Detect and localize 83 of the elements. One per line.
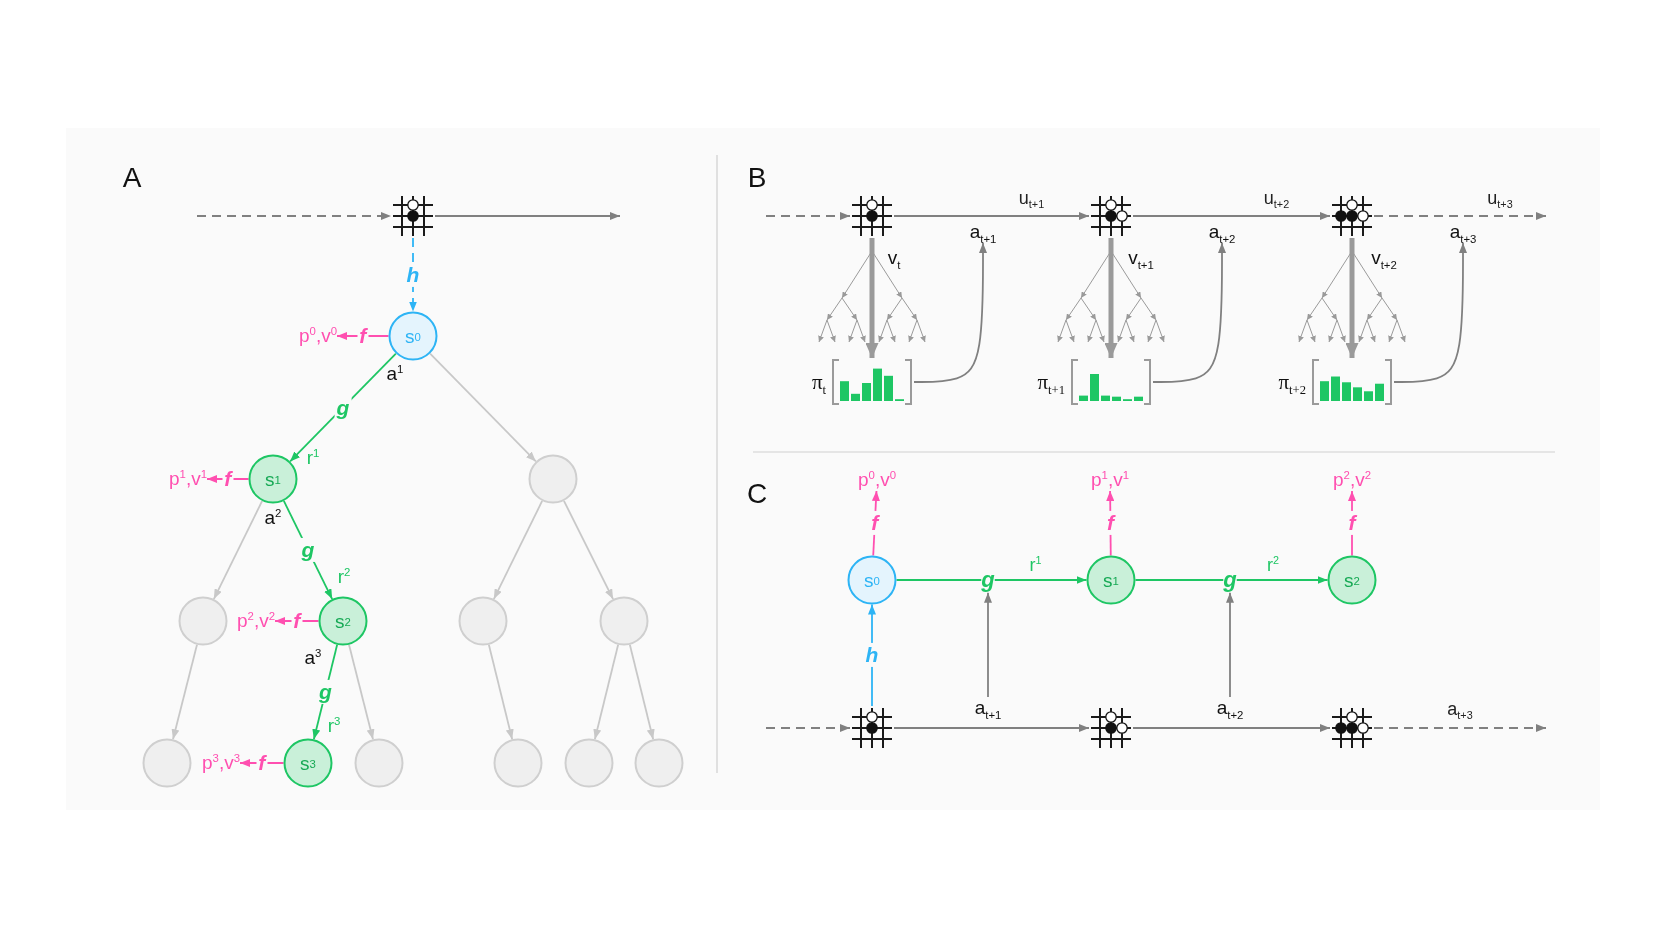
arrow [196,212,392,220]
policy-label: π$_{t+1}$ [1037,369,1065,395]
arrow [593,643,620,741]
arrow [913,242,987,383]
go-board-drawing [1089,706,1133,750]
edge-label: g [334,395,352,420]
prediction-label: p$^{0}$,v$^{0}$ [299,325,337,347]
variable-label: v$_{t+2}$ [1371,247,1397,269]
prediction-label: p$^{0}$,v$^{0}$ [858,469,896,491]
arrow [429,352,537,463]
arrow [563,500,614,600]
arrow [1393,242,1467,383]
go-board-drawing [1330,706,1374,750]
arrow [893,724,1090,732]
action-label: a$_{t+1}$ [974,697,1002,719]
prediction-label: p$^{3}$,v$^{3}$ [202,752,240,774]
edge-label: f [869,511,881,536]
edge-label: u$_{t+1}$ [1018,187,1045,209]
variable-label: a$^{1}$ [386,363,404,385]
go-board-drawing [1330,194,1374,238]
edge-label: g [299,537,317,563]
arrow [492,500,544,600]
arrow [1345,238,1359,358]
edge-label: f [1104,511,1116,536]
arrow [348,643,375,741]
go-board-drawing [850,706,894,750]
arrow [984,591,992,698]
panel-letter: C [746,477,768,511]
arrow [1104,238,1118,358]
action-label: a$_{t+3}$ [1449,221,1477,243]
go-board-drawing [850,194,894,238]
function-label: g [981,567,995,593]
arrow [893,212,1090,220]
connector-line [1134,579,1225,581]
action-label: a$_{t+1}$ [969,221,997,243]
arrow [1132,724,1331,732]
policy-label: π$_{t}$ [811,369,826,395]
variable-label: a$^{2}$ [264,507,282,529]
prediction-label: p$^{1}$,v$^{1}$ [169,468,207,490]
edge-label: g [317,679,334,705]
go-board-drawing [1089,194,1133,238]
action-label: a$_{t+2}$ [1208,221,1236,243]
prediction-label: p$^{2}$,v$^{2}$ [237,610,275,632]
edge-label: u$_{t+2}$ [1263,187,1290,209]
go-board-drawing [391,194,435,238]
variable-label: a$^{3}$ [304,647,322,669]
policy-histogram-drawing [830,358,914,406]
edge-label: r$^{2}$ [1267,554,1280,576]
edge-label: a$_{t+3}$ [1447,698,1473,720]
connector-line [895,579,983,581]
variable-label: r$^{1}$ [306,447,320,469]
arrow [171,643,198,741]
arrow [212,500,264,600]
arrow [487,643,514,741]
variable-label: v$_{t}$ [887,247,901,269]
arrow [1132,212,1331,220]
edge-label: u$_{t+3}$ [1487,187,1513,209]
arrow [1235,576,1329,584]
arrow [1373,212,1547,220]
policy-histogram-drawing [1069,358,1153,406]
arrow [628,643,655,741]
prediction-label: p$^{1}$,v$^{1}$ [1091,469,1129,491]
arrow [865,238,879,358]
arrow [765,212,851,220]
policy-histogram-drawing [1310,358,1394,406]
edge-label: r$^{1}$ [1029,554,1042,576]
variable-label: r$^{2}$ [337,566,351,588]
arrow [1152,242,1226,383]
arrow [765,724,851,732]
arrow [434,212,621,220]
variable-label: v$_{t+1}$ [1128,247,1154,269]
edge-label: f [1346,511,1358,536]
variable-label: r$^{3}$ [327,715,341,737]
policy-label: π$_{t+2}$ [1278,369,1306,395]
prediction-label: p$^{2}$,v$^{2}$ [1333,469,1371,491]
arrow [1226,591,1234,698]
panel-letter: A [122,161,142,195]
arrow [993,576,1088,584]
arrow [1373,724,1547,732]
panel-letter: B [747,161,767,195]
edge-label: h [863,643,881,668]
function-label: g [1223,567,1237,593]
action-label: a$_{t+2}$ [1216,697,1244,719]
